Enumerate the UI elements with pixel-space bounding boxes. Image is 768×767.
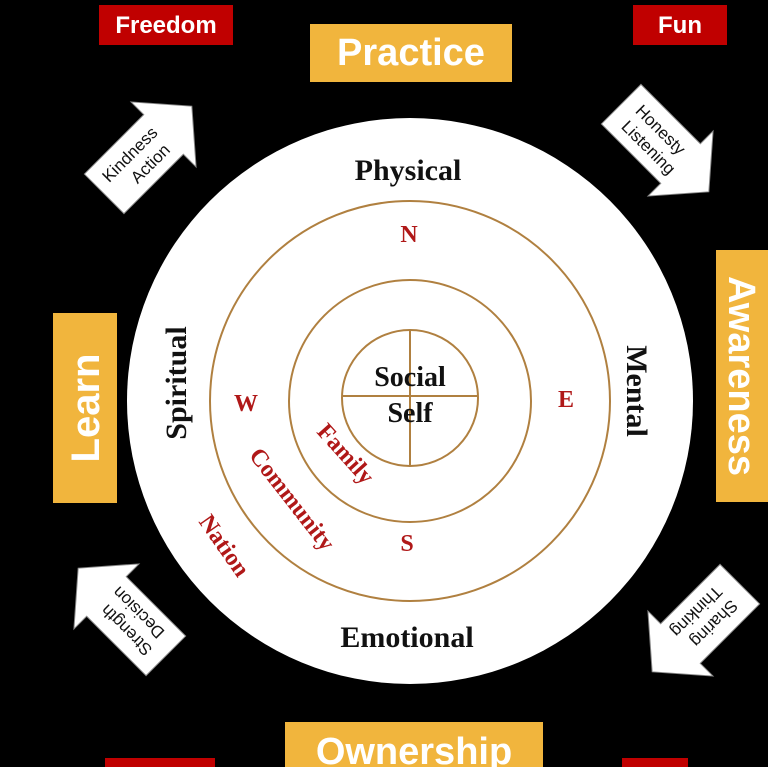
learn-label: Learn (64, 354, 108, 463)
north-label: N (400, 222, 418, 248)
emotional-label: Emotional (340, 621, 473, 654)
freedom-label: Freedom (115, 12, 216, 39)
ownership-label: Ownership (316, 731, 512, 767)
ownership-box: Ownership (285, 722, 543, 767)
bottom-left-red-box (105, 758, 215, 767)
arrow-sharing-thinking: Sharing Thinking (647, 563, 761, 677)
freedom-box: Freedom (99, 5, 233, 45)
awareness-box: Awareness (716, 250, 768, 502)
awareness-label: Awareness (720, 276, 762, 476)
practice-box: Practice (310, 24, 512, 82)
physical-label: Physical (355, 154, 462, 187)
west-label: W (234, 391, 258, 417)
fun-label: Fun (658, 12, 702, 39)
nation-ring (209, 200, 611, 602)
center-social-label: Social (374, 362, 446, 393)
community-ring (288, 279, 532, 523)
mental-label: Mental (620, 345, 653, 437)
south-label: S (400, 531, 413, 557)
east-label: E (558, 387, 574, 413)
fun-box: Fun (633, 5, 727, 45)
bottom-right-red-box (622, 758, 688, 767)
center-self-label: Self (387, 398, 433, 429)
spiritual-label: Spiritual (160, 326, 193, 439)
arrow-kindness-action: Kindness Action (83, 101, 197, 215)
learn-box: Learn (53, 313, 117, 503)
arrow-honesty-listening: Honesty Listening (600, 83, 714, 197)
practice-label: Practice (337, 32, 485, 74)
